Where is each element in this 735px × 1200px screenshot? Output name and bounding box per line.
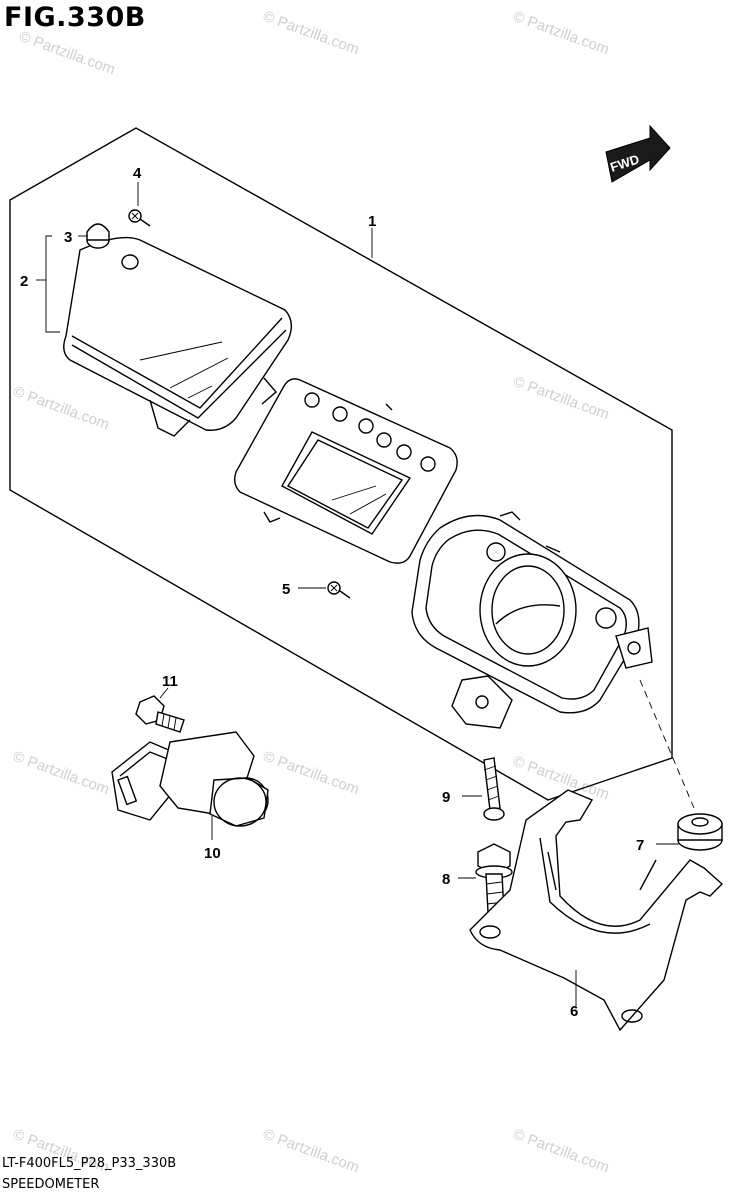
speedometer-cover bbox=[63, 236, 293, 437]
flange-bolt bbox=[458, 843, 513, 913]
watermark: © Partzilla.com bbox=[511, 1126, 612, 1177]
fwd-arrow-icon: FWD bbox=[605, 124, 671, 183]
callout-5: 5 bbox=[282, 581, 290, 598]
screw-lower bbox=[327, 581, 351, 599]
callout-7: 7 bbox=[636, 837, 644, 854]
watermark: © Partzilla.com bbox=[17, 28, 118, 79]
assembly-outline bbox=[9, 127, 673, 801]
figure-title: FIG.330B bbox=[4, 2, 146, 33]
callout-11: 11 bbox=[162, 673, 178, 690]
screw-upper bbox=[128, 209, 151, 227]
watermark: © Partzilla.com bbox=[511, 8, 612, 59]
callout-1: 1 bbox=[368, 213, 376, 230]
meter-bracket bbox=[469, 789, 724, 1032]
bolt-sensor bbox=[135, 687, 185, 733]
tapping-screw bbox=[462, 757, 505, 821]
watermark: © Partzilla.com bbox=[261, 748, 362, 799]
watermark: © Partzilla.com bbox=[261, 1126, 362, 1177]
grommet bbox=[656, 813, 723, 851]
meter-case bbox=[411, 511, 653, 729]
watermark: © Partzilla.com bbox=[511, 373, 612, 424]
callout-8: 8 bbox=[442, 871, 450, 888]
callout-10: 10 bbox=[204, 845, 221, 862]
figure-subtitle: SPEEDOMETER bbox=[2, 1177, 100, 1192]
rubber-cap bbox=[86, 223, 110, 249]
watermark: © Partzilla.com bbox=[11, 748, 112, 799]
callout-2: 2 bbox=[20, 273, 28, 290]
figure-code: LT-F400FL5_P28_P33_330B bbox=[2, 1156, 177, 1171]
callout-9: 9 bbox=[442, 789, 450, 806]
watermark: © Partzilla.com bbox=[261, 8, 362, 59]
callout-3: 3 bbox=[64, 229, 72, 246]
callout-6: 6 bbox=[570, 1003, 578, 1020]
bracket-line bbox=[45, 235, 60, 333]
speed-sensor bbox=[111, 731, 269, 840]
lcd-display-panel bbox=[233, 378, 458, 564]
callout-4: 4 bbox=[133, 165, 142, 182]
watermark: © Partzilla.com bbox=[11, 383, 112, 434]
leader-dashed bbox=[639, 679, 695, 809]
